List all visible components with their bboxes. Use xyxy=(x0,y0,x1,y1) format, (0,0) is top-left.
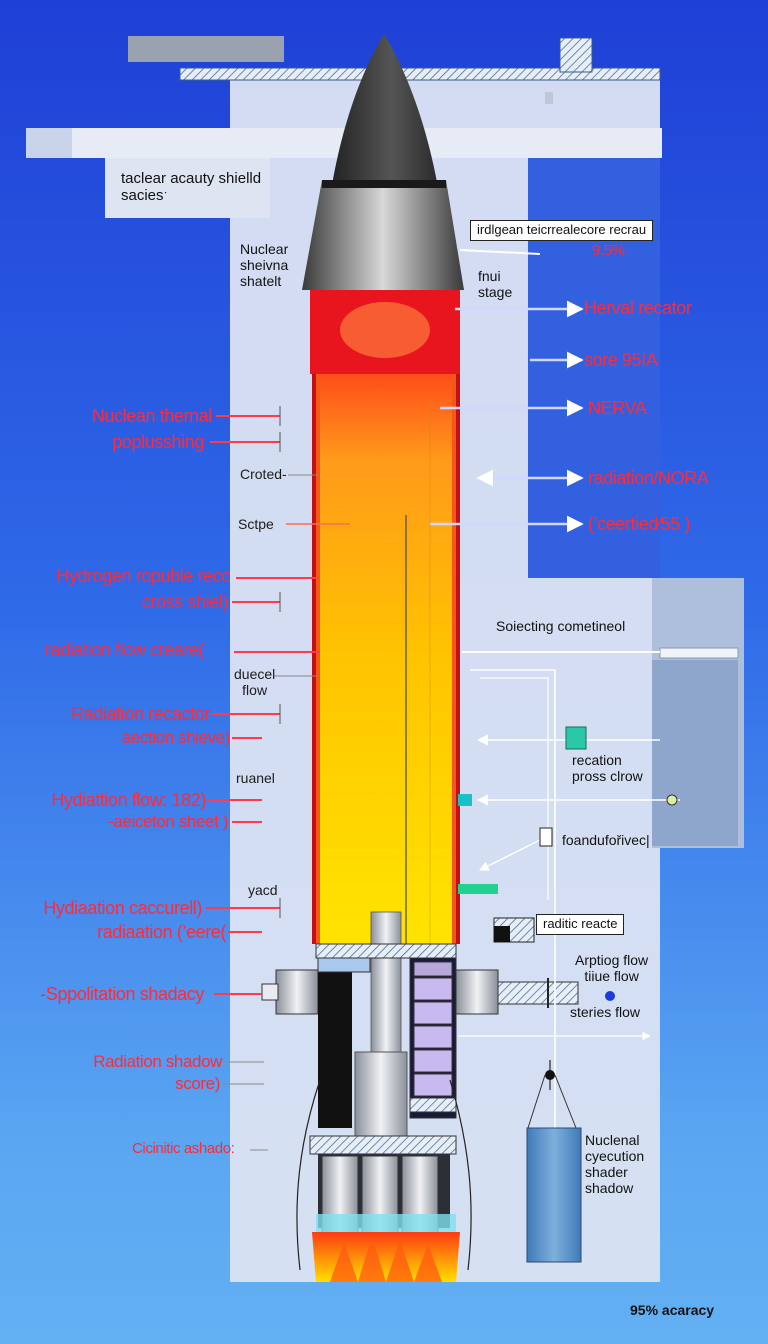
label-radiation-nora: radiation/NORA xyxy=(588,468,709,488)
label-ceertied: (’ceertied⁄55 ) xyxy=(588,514,691,534)
right-arrows xyxy=(430,249,660,653)
label-recation: recation pross clrow xyxy=(572,752,643,785)
left-leaders xyxy=(206,406,350,1151)
label-spppolitation: -Sppolitation shadacy xyxy=(40,984,204,1004)
label-foandu: foandufořivec| xyxy=(562,832,650,848)
label-yacd: yacd xyxy=(248,882,278,898)
label-hydiattion-flow: Hydiattion flow: 182) xyxy=(51,790,206,810)
label-steries-flow: steries flow xyxy=(570,1004,641,1020)
label-percent-red: 9.5% xyxy=(592,242,625,259)
footer-accuracy: 95% acaracy xyxy=(630,1302,715,1318)
label-croted: Croted- xyxy=(240,466,287,482)
label-radiation-flow: radiation flow creare( xyxy=(45,640,205,660)
label-duecel-flow: duecel flow xyxy=(234,666,276,699)
label-sore: sore 95IA xyxy=(584,350,658,370)
label-aection-shieve: aection shieve) xyxy=(121,728,231,747)
label-raditic-reacte: raditic reacte xyxy=(536,914,625,935)
label-radiation-shadow: Radiation shadow xyxy=(93,1052,222,1071)
label-cross-shiel: cross shiel) xyxy=(141,592,229,612)
label-cicinitic: Cicinitic ashado: xyxy=(132,1140,235,1157)
label-hydiaation-caccurell: Hydiaation caccurell) xyxy=(43,898,202,918)
label-box-top: irdlgean teicrrealecore recrau xyxy=(470,220,654,241)
lower-assembly xyxy=(261,943,579,1282)
label-herval-recator: Herval recator xyxy=(584,298,692,318)
label-top-left: taclear acauty shielld saciesˑ xyxy=(121,170,262,205)
label-nuclean-thermal: Nuclean thernal xyxy=(91,406,212,426)
label-arptiog-flow: Arptiog flow tiiue flow xyxy=(575,952,649,985)
label-radiaation-leere: radiaation (’eere( xyxy=(97,922,226,942)
label-ruanel: ruanel xyxy=(236,770,275,786)
label-soiecting: Soiecting cometineol xyxy=(496,618,626,634)
nose-cone xyxy=(302,34,464,290)
reactor-body xyxy=(310,290,460,1053)
label-poplusshing: poplusshing xyxy=(112,432,204,452)
label-hydrogen-ropuble: Hydrogen ropuble recc xyxy=(56,566,230,586)
label-nuclenal: Nuclenal cyecution shader shadow xyxy=(585,1132,645,1197)
label-radiation-recactor: Radiation recactor xyxy=(71,704,210,724)
label-nerva: NERVA xyxy=(588,398,647,418)
label-sctpe: Sctpe xyxy=(238,516,274,532)
right-components xyxy=(458,669,680,1263)
label-aeiceton-sheet: -aeiceton sheet ) xyxy=(108,812,228,831)
label-score: score) xyxy=(175,1074,220,1093)
label-nuclear-shield: Nuclear sheivna shatelt xyxy=(240,241,289,290)
label-fnui-stage: fnui stage xyxy=(478,268,513,301)
